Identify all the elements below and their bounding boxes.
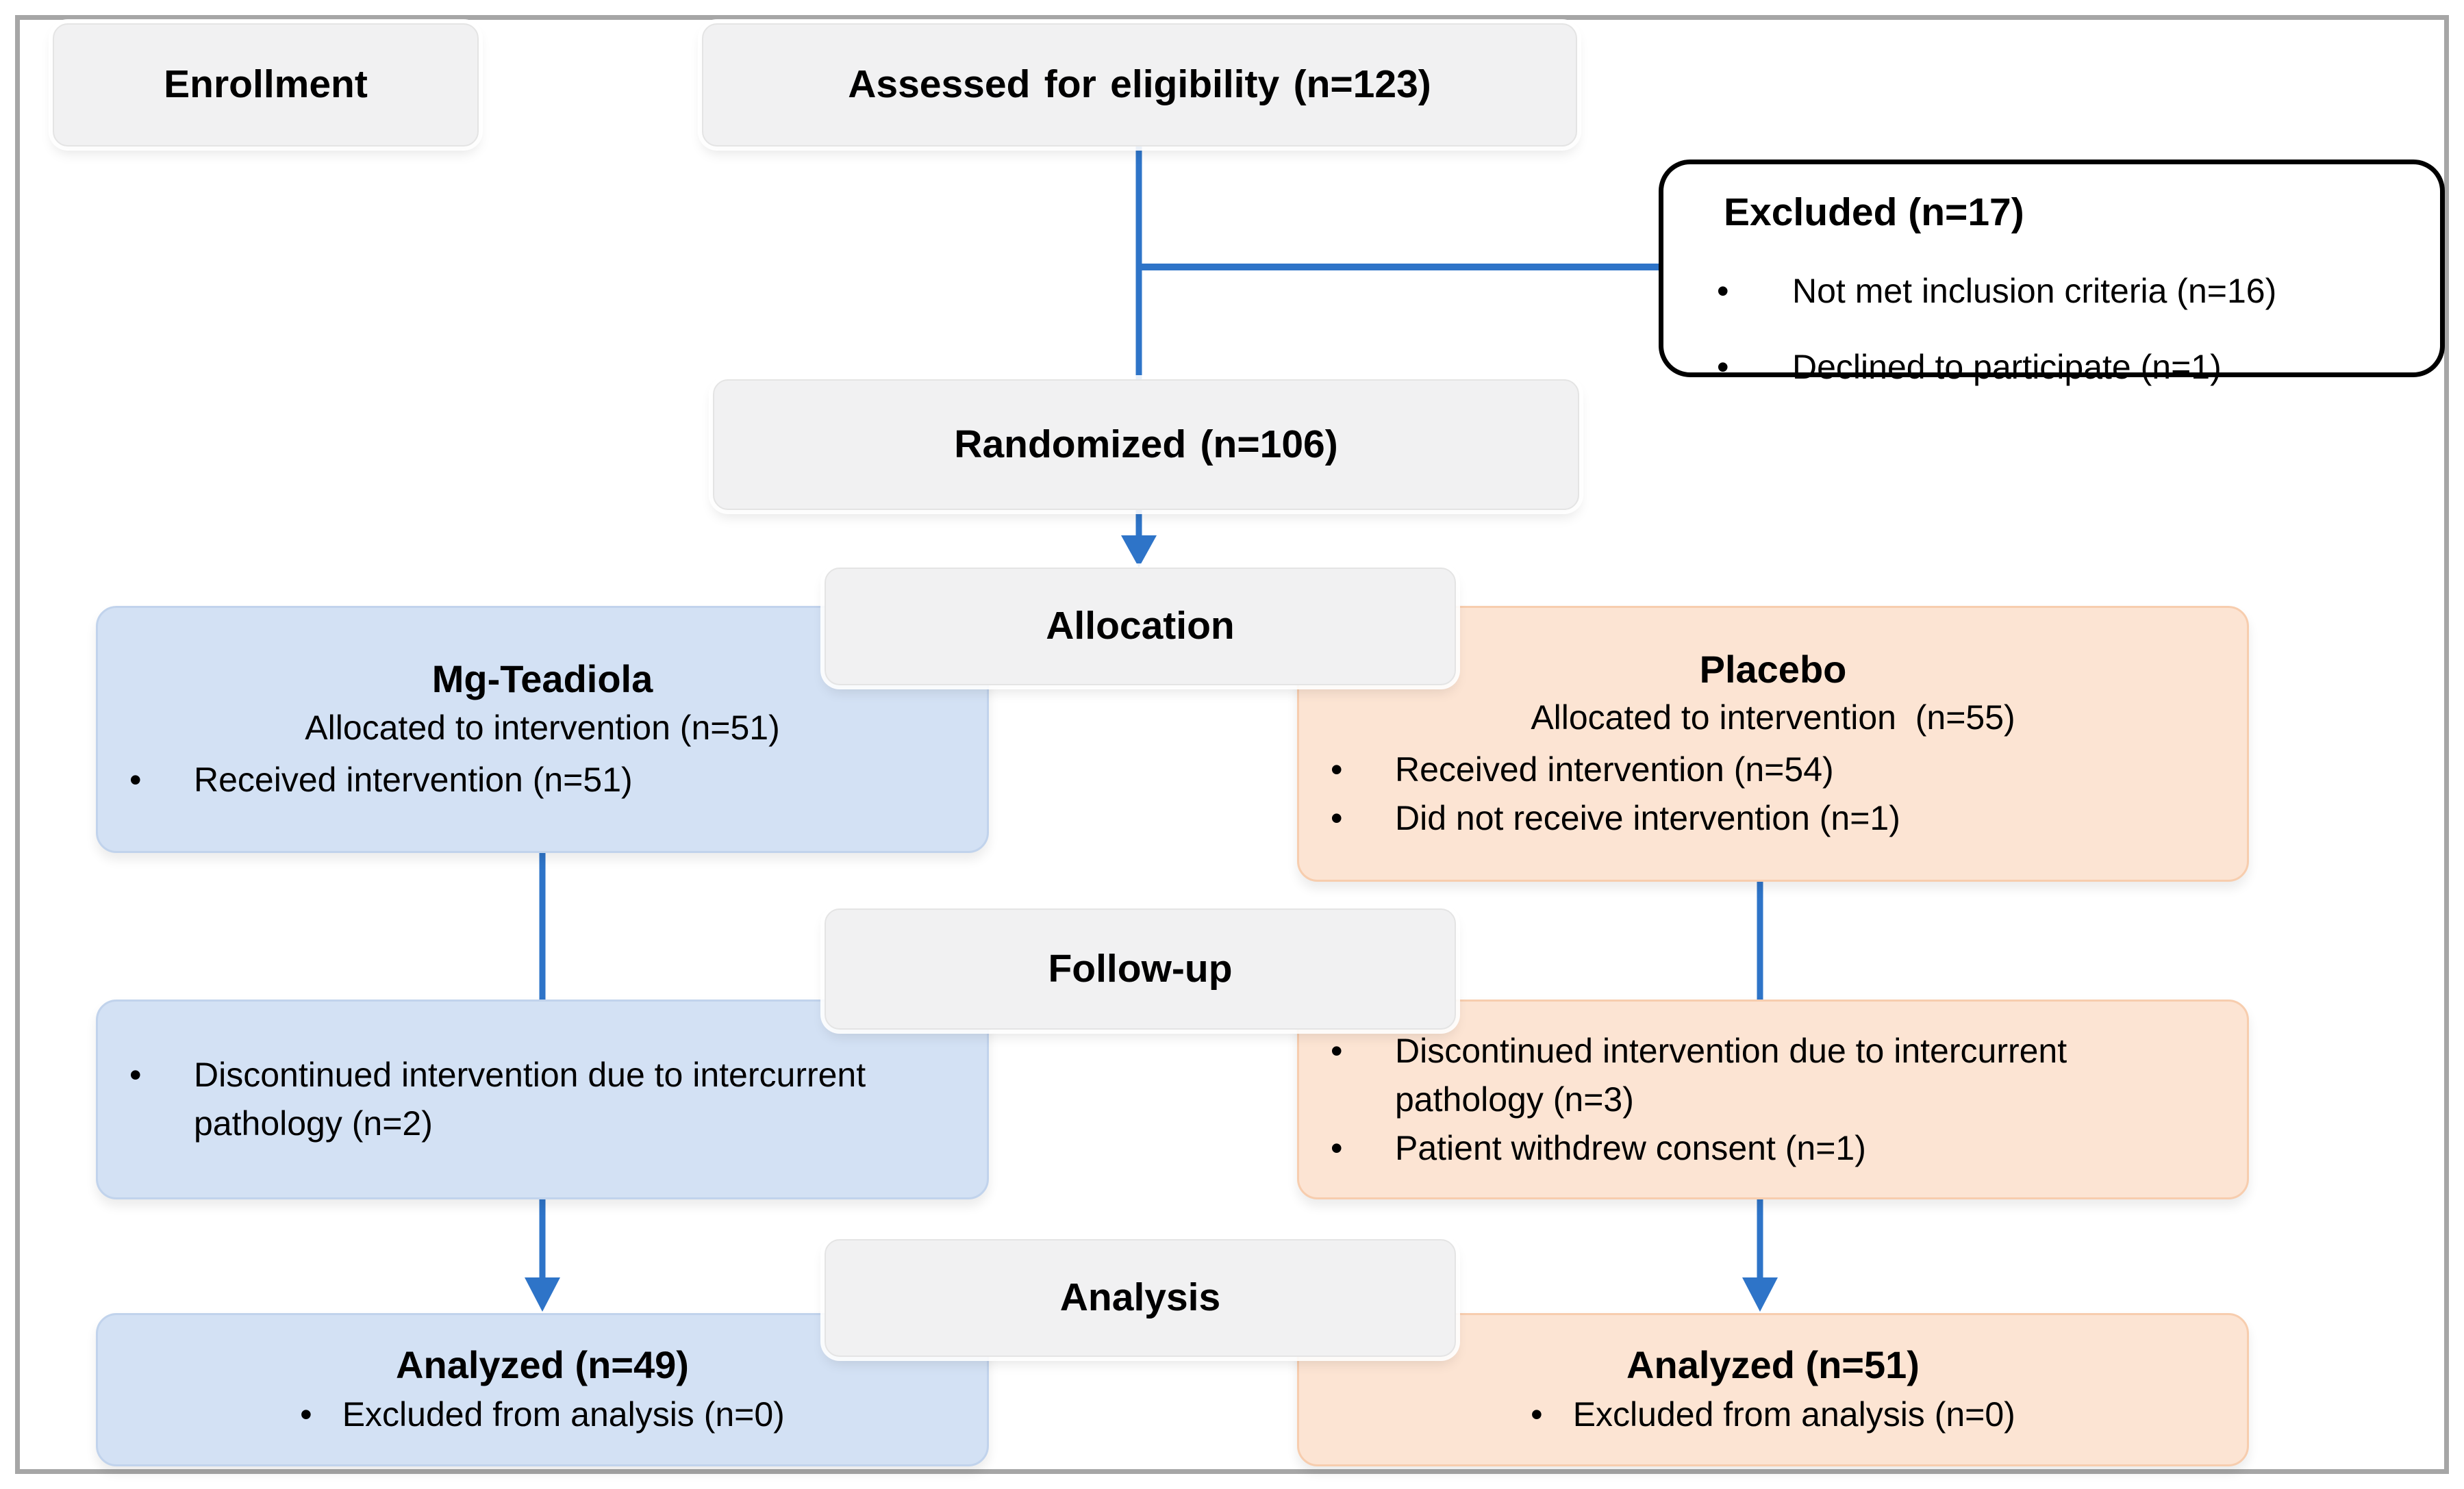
placebo-analyzed-title: Analyzed (n=51) bbox=[1626, 1343, 1920, 1387]
bullet-icon bbox=[1691, 343, 1792, 392]
analysis-label: Analysis bbox=[1059, 1275, 1221, 1320]
bullet-icon bbox=[98, 756, 194, 804]
excluded-item-text: Not met inclusion criteria (n=16) bbox=[1792, 272, 2277, 311]
randomized-box: Randomized (n=106) bbox=[713, 379, 1579, 510]
mg-followup-box: Discontinued intervention due to intercu… bbox=[96, 1000, 989, 1199]
placebo-analysis-item-text: Excluded from analysis (n=0) bbox=[1572, 1395, 2015, 1434]
placebo-analysis-item: Excluded from analysis (n=0) bbox=[1299, 1390, 2247, 1439]
placebo-allocated-line: Allocated to intervention (n=55) bbox=[1531, 698, 2015, 737]
mg-allocation-item: Received intervention (n=51) bbox=[98, 756, 987, 804]
mg-followup-item-text: Discontinued intervention due to intercu… bbox=[194, 1056, 866, 1143]
bullet-icon bbox=[300, 1390, 342, 1439]
mg-allocation-list: Received intervention (n=51) bbox=[98, 756, 987, 804]
placebo-allocation-item-text: Did not receive intervention (n=1) bbox=[1395, 799, 1900, 838]
enrollment-label: Enrollment bbox=[164, 62, 368, 107]
arrow-placebo-followup-to-analysis-head bbox=[1742, 1277, 1778, 1312]
bullet-icon bbox=[1299, 1124, 1395, 1173]
mg-allocation-item-text: Received intervention (n=51) bbox=[194, 760, 633, 799]
placebo-followup-item: Patient withdrew consent (n=1) bbox=[1299, 1124, 2247, 1173]
placebo-allocation-item: Received intervention (n=54) bbox=[1299, 746, 2247, 794]
mg-arm-title: Mg-Teadiola bbox=[431, 657, 653, 701]
analysis-stage-band: Analysis bbox=[825, 1239, 1456, 1357]
followup-stage-band: Follow-up bbox=[825, 908, 1456, 1030]
followup-label: Follow-up bbox=[1048, 946, 1233, 991]
bullet-icon bbox=[1299, 746, 1395, 794]
placebo-allocation-item-text: Received intervention (n=54) bbox=[1395, 750, 1834, 789]
mg-followup-list: Discontinued intervention due to intercu… bbox=[98, 1051, 987, 1148]
bullet-icon bbox=[1691, 267, 1792, 316]
excluded-item-text: Declined to participate (n=1) bbox=[1792, 348, 2222, 387]
bullet-icon bbox=[98, 1051, 194, 1099]
enrollment-stage-box: Enrollment bbox=[53, 23, 479, 147]
bullet-icon bbox=[1531, 1390, 1573, 1439]
arrow-mg-followup-to-analysis-head bbox=[525, 1277, 560, 1312]
assessed-box: Assessed for eligibility (n=123) bbox=[702, 23, 1577, 147]
assessed-label: Assessed for eligibility (n=123) bbox=[848, 62, 1431, 107]
excluded-item: Declined to participate (n=1) bbox=[1691, 343, 2413, 392]
mg-analyzed-title: Analyzed (n=49) bbox=[396, 1343, 689, 1387]
allocation-label: Allocation bbox=[1046, 604, 1235, 648]
excluded-title: Excluded (n=17) bbox=[1724, 190, 2024, 234]
bullet-icon bbox=[1299, 1027, 1395, 1076]
placebo-followup-item: Discontinued intervention due to intercu… bbox=[1299, 1027, 2247, 1124]
placebo-arm-title: Placebo bbox=[1699, 647, 1847, 691]
mg-followup-item: Discontinued intervention due to intercu… bbox=[98, 1051, 987, 1148]
excluded-box: Excluded (n=17) Not met inclusion criter… bbox=[1659, 160, 2445, 386]
placebo-allocation-item: Did not receive intervention (n=1) bbox=[1299, 794, 2247, 843]
allocation-stage-band: Allocation bbox=[825, 568, 1456, 685]
placebo-analysis-list: Excluded from analysis (n=0) bbox=[1299, 1390, 2247, 1439]
randomized-label: Randomized (n=106) bbox=[954, 422, 1338, 466]
mg-analysis-item: Excluded from analysis (n=0) bbox=[98, 1390, 987, 1439]
placebo-followup-box: Discontinued intervention due to intercu… bbox=[1297, 1000, 2249, 1199]
placebo-allocation-list: Received intervention (n=54) Did not rec… bbox=[1299, 746, 2247, 843]
placebo-followup-item-text: Patient withdrew consent (n=1) bbox=[1395, 1128, 1866, 1167]
placebo-followup-list: Discontinued intervention due to intercu… bbox=[1299, 1027, 2247, 1173]
bullet-icon bbox=[1299, 794, 1395, 843]
placebo-followup-item-text: Discontinued intervention due to intercu… bbox=[1395, 1031, 2067, 1119]
mg-allocated-line: Allocated to intervention (n=51) bbox=[305, 708, 780, 747]
arrow-randomized-to-allocation-head bbox=[1121, 535, 1157, 568]
excluded-list: Not met inclusion criteria (n=16) Declin… bbox=[1691, 267, 2413, 419]
mg-analysis-item-text: Excluded from analysis (n=0) bbox=[342, 1395, 785, 1434]
excluded-item: Not met inclusion criteria (n=16) bbox=[1691, 267, 2413, 316]
mg-analysis-list: Excluded from analysis (n=0) bbox=[98, 1390, 987, 1439]
